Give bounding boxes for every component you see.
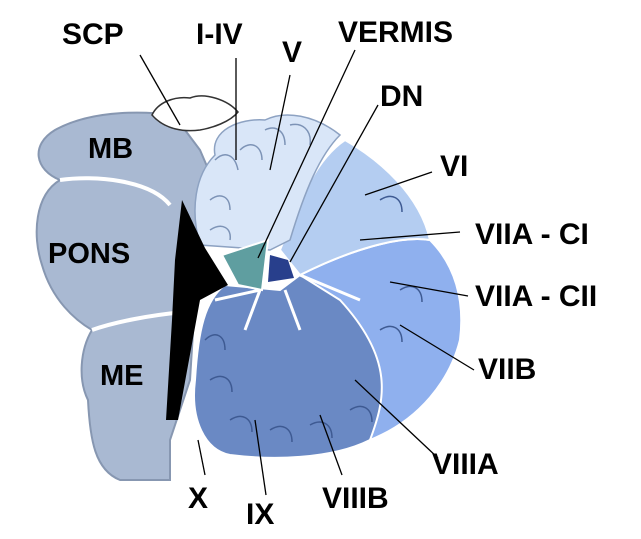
- label-v: V: [282, 38, 302, 68]
- label-vi: VI: [440, 152, 468, 182]
- label-pons: PONS: [48, 240, 130, 269]
- label-scp: SCP: [62, 20, 124, 50]
- label-mb: MB: [88, 135, 133, 164]
- label-viiib: VIIIB: [322, 484, 389, 514]
- label-viiia: VIIIA: [432, 450, 499, 480]
- label-viia-cii: VIIA - CII: [475, 282, 597, 312]
- scp-outline: [152, 96, 238, 131]
- label-i-iv: I-IV: [196, 20, 243, 50]
- label-vermis: VERMIS: [338, 18, 453, 48]
- label-viib: VIIB: [478, 355, 536, 385]
- label-me: ME: [100, 362, 144, 391]
- label-ix: IX: [246, 500, 274, 530]
- label-x: X: [188, 484, 208, 514]
- label-dn: DN: [380, 82, 423, 112]
- label-viia-ci: VIIA - CI: [475, 220, 589, 250]
